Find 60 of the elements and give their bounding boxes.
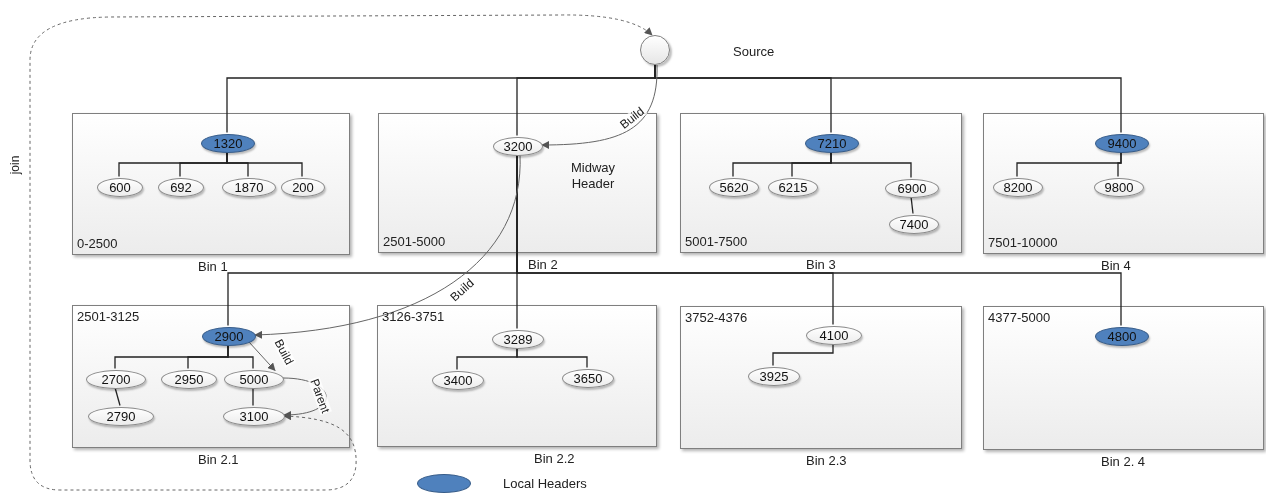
header-ellipse: 1320 bbox=[201, 133, 255, 153]
value-ellipse: 5000 bbox=[224, 369, 284, 389]
connector-line bbox=[1117, 150, 1122, 178]
arrow bbox=[29, 14, 653, 491]
arrow bbox=[248, 341, 276, 372]
bin-label: Bin 2.2 bbox=[534, 452, 575, 465]
value-ellipse: 7400 bbox=[889, 214, 939, 234]
range-label: 3126-3751 bbox=[382, 310, 445, 323]
bin-label: Bin 4 bbox=[1101, 259, 1131, 272]
value-ellipse: 200 bbox=[281, 177, 325, 197]
connector-line bbox=[252, 386, 254, 407]
bin-label: Bin 2. 4 bbox=[1101, 455, 1146, 468]
connector-line bbox=[114, 386, 121, 407]
connector-line bbox=[772, 342, 834, 367]
bin-label: Bin 1 bbox=[198, 260, 228, 273]
range-label: 2501-5000 bbox=[383, 235, 446, 248]
value-ellipse: 3400 bbox=[432, 370, 484, 390]
value-ellipse: 3650 bbox=[562, 368, 614, 388]
bin-label: Bin 2.3 bbox=[806, 454, 847, 467]
connector-line bbox=[910, 195, 914, 215]
range-label: 7501-10000 bbox=[988, 236, 1058, 249]
range-label: 5001-7500 bbox=[685, 235, 748, 248]
bin-label: Bin 2.1 bbox=[198, 453, 239, 466]
connector-line bbox=[654, 64, 1122, 134]
bin-label: Bin 2 bbox=[528, 258, 558, 271]
value-ellipse: 5620 bbox=[709, 177, 759, 197]
value-ellipse: 2700 bbox=[86, 369, 146, 389]
range-label: 4377-5000 bbox=[988, 311, 1051, 324]
header-ellipse: 9400 bbox=[1095, 133, 1149, 153]
range-label: 0-2500 bbox=[77, 237, 118, 250]
header-ellipse: 7210 bbox=[805, 133, 859, 153]
connector-line bbox=[227, 343, 254, 370]
value-ellipse: 692 bbox=[158, 177, 204, 197]
connector-line bbox=[830, 150, 912, 179]
range-label: 3752-4376 bbox=[685, 311, 748, 324]
arrow bbox=[254, 154, 521, 339]
connector-line bbox=[226, 150, 303, 178]
value-ellipse: 9800 bbox=[1094, 177, 1144, 197]
arrow bbox=[541, 64, 658, 149]
value-ellipse: 8200 bbox=[993, 177, 1043, 197]
value-ellipse: 3289 bbox=[492, 329, 544, 349]
connector-line bbox=[516, 346, 588, 369]
connector-line bbox=[516, 153, 1122, 327]
value-ellipse: 2790 bbox=[88, 406, 154, 426]
value-ellipse: 6900 bbox=[885, 178, 939, 198]
value-ellipse: 1870 bbox=[222, 177, 276, 197]
value-ellipse: 3925 bbox=[748, 366, 800, 386]
value-ellipse: 2950 bbox=[161, 369, 217, 389]
header-ellipse: 2900 bbox=[202, 326, 256, 346]
legend-label: Local Headers bbox=[503, 477, 587, 490]
edge-label: join bbox=[9, 154, 21, 176]
header-ellipse: 4800 bbox=[1095, 326, 1149, 346]
value-ellipse: 4100 bbox=[806, 325, 862, 345]
value-ellipse: 3100 bbox=[223, 406, 285, 426]
source-label: Source bbox=[733, 45, 775, 58]
range-label: 2501-3125 bbox=[77, 310, 140, 323]
bin-label: Bin 3 bbox=[806, 258, 836, 271]
node-caption: Midway Header bbox=[569, 160, 617, 193]
value-ellipse: 600 bbox=[97, 177, 143, 197]
value-ellipse: 6215 bbox=[768, 177, 818, 197]
